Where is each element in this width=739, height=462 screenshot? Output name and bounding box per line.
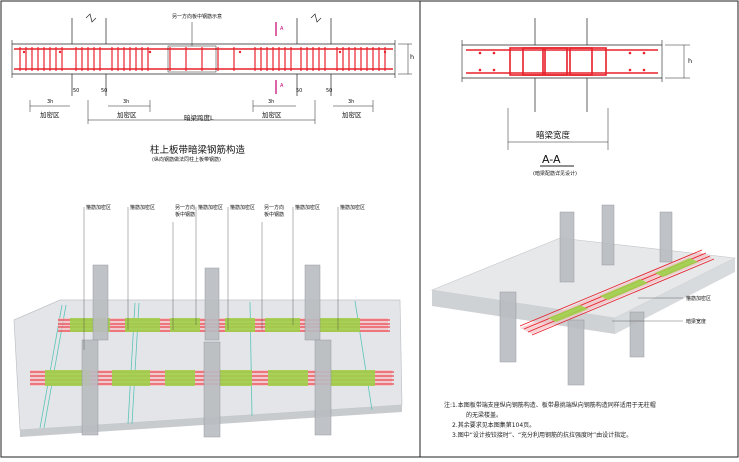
label-stirrup-zone-right: 箍筋加密区 (686, 296, 712, 302)
dim-50-1: 50 (73, 88, 80, 94)
width-label: 暗梁宽度 (536, 131, 571, 141)
label-stirrup-1: 箍筋加密区 (86, 205, 112, 211)
note-line-3: 2.其余要求见本图集第104页。 (452, 422, 536, 429)
section-subtitle: (暗梁配筋详见设计) (533, 171, 577, 177)
section-a-a (461, 18, 690, 167)
dim-3h-3: 3h (268, 99, 275, 105)
note-line-1: 注:1.本图板带端支座纵向钢筋构造、板带悬挑端纵向钢筋构造同样适用于无柱帽 (444, 402, 656, 409)
section-marker-a-bottom: A (280, 83, 284, 89)
section-marker-a-top: A (280, 26, 284, 32)
section-title: A-A (542, 153, 561, 166)
label-beam-width-right: 暗梁宽度 (686, 319, 707, 325)
note-line-4: 3.图中“设计按铰接时”、“充分利用钢筋的抗拉强度时”由设计指定。 (452, 432, 633, 439)
zone-label-2: 加密区 (117, 111, 137, 119)
zone-label-3: 加密区 (262, 111, 282, 119)
span-label: 暗梁跨度L (184, 114, 214, 122)
slab-3d-view (430, 204, 737, 386)
callout-other-steel: 另一方向板中钢筋示意 (172, 14, 223, 20)
left-subtitle: (纵向钢筋做法同柱上板带钢筋) (152, 157, 221, 163)
label-stirrup-2: 箍筋加密区 (130, 205, 156, 211)
dim-3h-1: 3h (47, 99, 54, 105)
label-other-steel-1: 另一方向 板中钢筋 (175, 205, 196, 218)
label-stirrup-3: 箍筋加密区 (198, 205, 224, 211)
dim-h-right: h (688, 57, 693, 65)
dim-3h-2: 3h (123, 99, 130, 105)
label-stirrup-4: 箍筋加密区 (230, 205, 256, 211)
beam-3d-view (13, 207, 403, 438)
beam-elevation (11, 13, 412, 124)
dim-50-4: 50 (326, 88, 333, 94)
notes-block: 注:1.本图板带端支座纵向钢筋构造、板带悬挑端纵向钢筋构造同样适用于无柱帽 的无… (444, 401, 656, 441)
left-title: 柱上板带暗梁钢筋构造 (150, 145, 246, 156)
dim-3h-4: 3h (348, 99, 355, 105)
label-other-steel-2: 另一方向 板中钢筋 (264, 205, 285, 218)
dim-50-2: 50 (101, 88, 108, 94)
zone-label-1: 加密区 (40, 111, 60, 119)
dim-50-3: 50 (296, 88, 303, 94)
dim-h-left: h (410, 53, 415, 61)
label-stirrup-6: 箍筋加密区 (340, 205, 366, 211)
zone-label-4: 加密区 (342, 111, 362, 119)
note-line-2: 的无梁楼盖。 (466, 412, 503, 419)
label-stirrup-5: 箍筋加密区 (295, 205, 321, 211)
